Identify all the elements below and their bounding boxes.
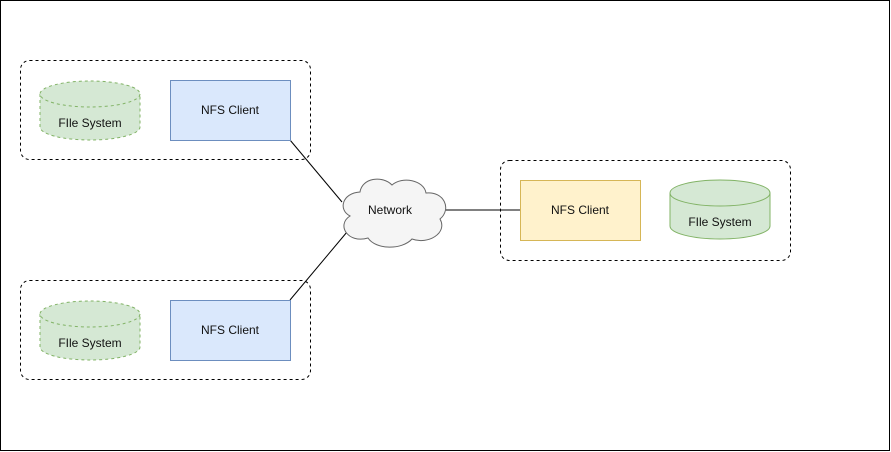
- filesystem-label: FIle System: [58, 116, 121, 130]
- group-right: NFS Client FIle System: [500, 160, 791, 261]
- cloud-icon: [342, 178, 447, 248]
- filesystem-label: FIle System: [58, 336, 121, 350]
- filesystem-cylinder: FIle System: [39, 300, 141, 361]
- nfs-client-label: NFS Client: [201, 103, 260, 117]
- group-boundary: [20, 60, 311, 160]
- network-cloud: Network: [342, 178, 447, 248]
- group-boundary: [500, 160, 791, 261]
- filesystem-cylinder: FIle System: [39, 80, 141, 141]
- filesystem-label: FIle System: [688, 215, 751, 229]
- group-boundary: [20, 280, 311, 380]
- network-label: Network: [368, 203, 413, 217]
- nfs-client-label: NFS Client: [551, 203, 610, 217]
- connector-bottom-client-network: [289, 231, 348, 301]
- group-top-left: FIle System NFS Client: [20, 60, 311, 160]
- filesystem-cylinder: FIle System: [669, 179, 771, 240]
- connector-top-client-network: [289, 139, 343, 203]
- nfs-client-label: NFS Client: [201, 323, 260, 337]
- nfs-client-node: NFS Client: [170, 80, 291, 141]
- nfs-client-node: NFS Client: [520, 180, 641, 241]
- group-bottom-left: FIle System NFS Client: [20, 280, 311, 380]
- nfs-client-node: NFS Client: [170, 300, 291, 361]
